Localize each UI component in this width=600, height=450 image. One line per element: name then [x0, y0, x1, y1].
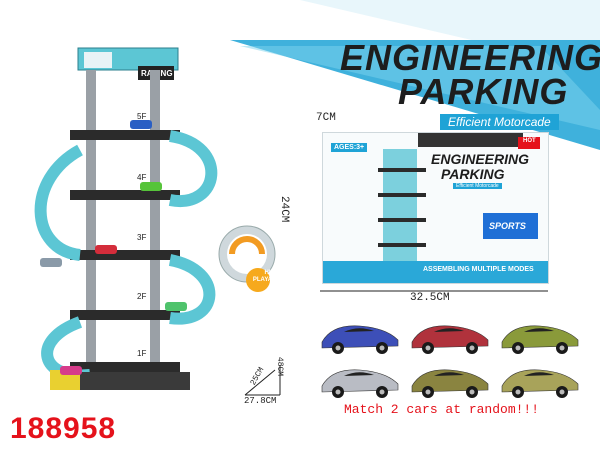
random-car-note: Match 2 cars at random!!!	[344, 402, 540, 417]
package-box: AGES:3+ ENGINEERING PARKING Efficient Mo…	[322, 132, 549, 284]
box-width-label: 32.5CM	[410, 292, 450, 304]
box-height-label: 24CM	[278, 196, 290, 223]
toy-car-4	[321, 369, 399, 398]
box-depth-label: 7CM	[316, 112, 336, 124]
parking-tower-illustration: RACING	[34, 47, 218, 390]
toy-car-5	[411, 369, 489, 398]
product-height-label: 48CM	[275, 356, 285, 377]
age-label: AGES:3+	[331, 143, 368, 152]
floor-label-4f: 4F	[137, 173, 147, 182]
toy-car-3	[501, 325, 579, 354]
box-width-line	[320, 290, 548, 292]
toy-car-2	[411, 325, 489, 354]
floor-label-5f: 5F	[137, 112, 147, 121]
box-subtitle: Efficient Motorcade	[453, 183, 502, 189]
sports-label: SPORTS	[489, 221, 526, 231]
headline-line1: ENGINEERING	[340, 37, 600, 78]
floor-label-3f: 3F	[137, 233, 147, 242]
box-title-line1: ENGINEERING	[431, 151, 530, 167]
product-width-label: 27.8CM	[244, 396, 277, 406]
box-title-line2: PARKING	[441, 166, 505, 182]
item-code: 188958	[10, 412, 117, 445]
box-footer: ASSEMBLING MULTIPLE MODES	[423, 266, 534, 273]
package-art	[323, 133, 548, 283]
car-variants-grid	[321, 325, 579, 398]
high-playability-badge: HIGH PLAYABILITY	[252, 270, 292, 283]
hot-label: HOT	[523, 138, 536, 144]
feature-badge-graphic	[218, 225, 276, 292]
product-dimension-lines	[244, 365, 281, 396]
floor-label-1f: 1F	[137, 349, 147, 358]
floor-label-2f: 2F	[137, 292, 147, 301]
headline-subtitle: Efficient Motorcade	[440, 114, 559, 130]
toy-car-6	[501, 369, 579, 398]
toy-car-1	[321, 325, 399, 354]
headline-line2: PARKING	[398, 71, 569, 112]
